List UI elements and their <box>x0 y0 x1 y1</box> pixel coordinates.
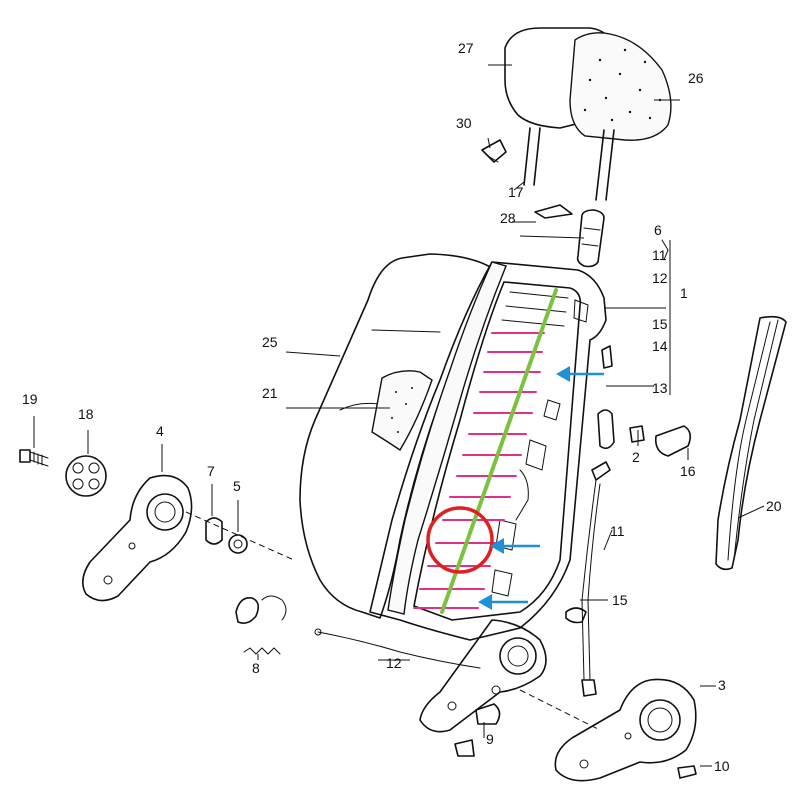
label-12a: 12 <box>652 270 668 286</box>
label-16: 16 <box>680 463 696 479</box>
label-27: 27 <box>458 40 474 56</box>
label-12b: 12 <box>386 655 402 671</box>
label-3: 3 <box>718 677 726 693</box>
part-12-cable <box>314 628 481 669</box>
part-28-guide-sleeve <box>534 204 605 268</box>
leader-lines <box>33 64 765 767</box>
label-25: 25 <box>262 334 278 350</box>
label-17: 17 <box>508 184 524 200</box>
label-15a: 15 <box>652 316 668 332</box>
part-7-bushing <box>205 517 223 545</box>
part-5-nut <box>228 534 248 554</box>
label-10: 10 <box>714 758 730 774</box>
part-30-clip <box>481 139 507 163</box>
label-13: 13 <box>652 380 668 396</box>
label-28: 28 <box>500 210 516 226</box>
label-30: 30 <box>456 115 472 131</box>
label-6a: 6 <box>654 222 662 238</box>
part-18-gear <box>65 455 107 497</box>
spring-assembly-left <box>235 595 287 655</box>
label-2: 2 <box>632 449 640 465</box>
part-15-lever <box>565 607 587 624</box>
label-19: 19 <box>22 391 38 407</box>
lower-recliner-bracket <box>419 619 547 757</box>
headrest <box>504 27 672 201</box>
label-7: 7 <box>207 463 215 479</box>
lumbar-slats-highlight <box>413 332 545 609</box>
part-16-lever <box>654 425 692 457</box>
label-20: 20 <box>766 498 782 514</box>
seat-back-frame <box>369 261 607 641</box>
alignment-lines <box>185 511 601 731</box>
label-11b: 11 <box>610 523 625 539</box>
label-8: 8 <box>252 660 260 676</box>
label-18: 18 <box>78 406 94 422</box>
part-3-recliner-plate <box>554 678 697 782</box>
label-26a: 26 <box>688 70 704 86</box>
part-4-recliner-plate <box>82 474 193 602</box>
part-20-side-trim <box>715 315 787 571</box>
label-15b: 15 <box>612 592 628 608</box>
label-5: 5 <box>233 478 241 494</box>
highlight-arrows <box>478 366 604 610</box>
highlight-circle <box>426 506 494 574</box>
upper-right-hardware <box>601 239 669 369</box>
part-11-rod <box>581 461 611 697</box>
part-2-knob <box>597 409 645 450</box>
label-4: 4 <box>156 423 164 439</box>
label-21: 21 <box>262 385 278 401</box>
label-1: 1 <box>680 285 688 301</box>
label-11a: 11 <box>652 247 667 263</box>
part-number-labels: 27 26 30 17 28 6 11 12 1 15 14 13 25 21 … <box>22 40 782 774</box>
part-10-bolt <box>677 765 697 779</box>
label-9: 9 <box>486 731 494 747</box>
adjuster-rod-highlight <box>440 288 558 614</box>
part-19-bolt <box>19 449 49 467</box>
label-14: 14 <box>652 338 668 354</box>
